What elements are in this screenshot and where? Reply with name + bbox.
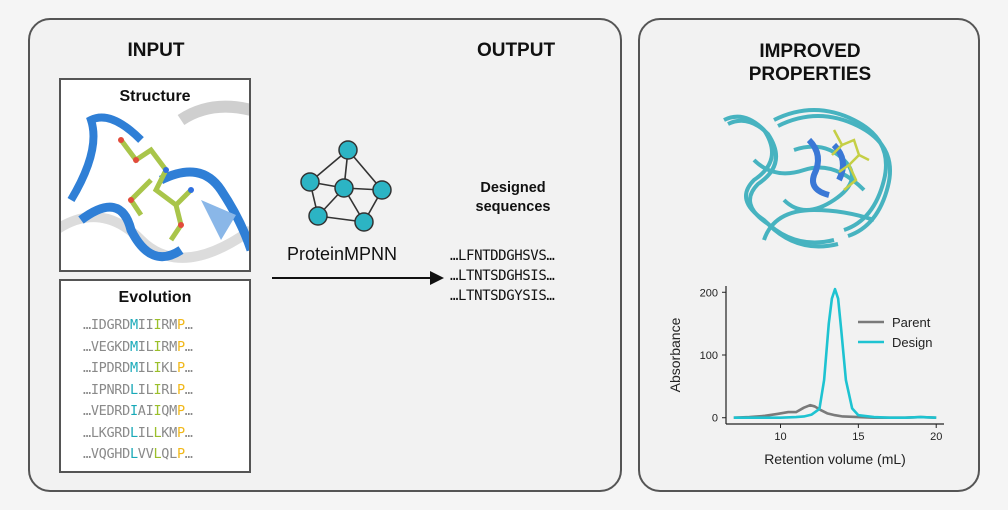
- sequence-segment: …: [83, 338, 91, 355]
- sequence-segment: P: [176, 381, 185, 398]
- y-tick-label: 200: [700, 287, 718, 299]
- heading-line2: PROPERTIES: [748, 64, 872, 85]
- legend-label-design: Design: [892, 335, 932, 350]
- evolution-sequence: …IPDRDMILIKLP…: [83, 360, 193, 376]
- y-tick-label: 0: [712, 413, 718, 425]
- sequence-segment: …: [83, 424, 91, 441]
- x-tick-label: 15: [852, 431, 864, 443]
- sequence-segment: P: [176, 317, 185, 333]
- sequence-segment: RM: [161, 338, 177, 355]
- sequence-segment: I: [153, 381, 162, 398]
- sequence-segment: VEDRD: [90, 403, 130, 419]
- series-line-design: [733, 287, 937, 420]
- evolution-box: Evolution …IDGRDMIIIRMP……VEGKDMILIRMP……I…: [59, 279, 251, 473]
- designed-sequence-1: …LFNTDDGHSVS…: [450, 248, 555, 264]
- evolution-sequence: …IPNRDLILIRLP…: [83, 382, 193, 398]
- designed-sequence-3: …LTNTSDGYSIS…: [450, 288, 555, 304]
- designed-protein-image: [723, 108, 892, 249]
- x-tick-label: 20: [930, 431, 942, 443]
- sequence-segment: …: [83, 317, 91, 333]
- sequence-segment: …: [83, 381, 91, 398]
- sequence-segment: M: [129, 360, 138, 376]
- chart-series: [733, 287, 937, 420]
- protein-structure-image: [61, 100, 249, 263]
- sequence-segment: VQGHD: [90, 446, 130, 462]
- x-axis-label: Retention volume (mL): [764, 451, 906, 467]
- sequence-segment: L: [129, 424, 138, 441]
- sequence-segment: L: [153, 424, 162, 441]
- sequence-segment: LKGRD: [90, 424, 130, 441]
- arrow-icon: [272, 271, 444, 285]
- sequence-segment: IPNRD: [90, 381, 130, 398]
- evolution-sequence: …LKGRDLILLKMP…: [83, 425, 193, 441]
- sequence-segment: …: [184, 424, 193, 441]
- evolution-sequence: …VEDRDIAIIQMP…: [83, 403, 193, 419]
- sequence-segment: IL: [137, 338, 154, 355]
- designed-label-line1: Designed: [480, 180, 546, 196]
- evolution-sequence: …VQGHDLVVLQLP…: [83, 446, 193, 462]
- sequence-segment: IDGRD: [90, 317, 130, 333]
- sequence-segment: …: [184, 446, 193, 462]
- sequence-segment: …: [184, 338, 193, 355]
- model-label: ProteinMPNN: [286, 244, 398, 264]
- series-line-parent: [733, 403, 937, 420]
- sequence-segment: …: [184, 360, 193, 376]
- neural-network-icon: [300, 140, 392, 232]
- sequence-segment: L: [129, 381, 138, 398]
- sequence-segment: IL: [137, 360, 154, 376]
- sequence-segment: QL: [161, 446, 177, 462]
- sequence-segment: I: [153, 317, 162, 333]
- structure-title: Structure: [119, 88, 191, 105]
- y-tick-label: 100: [700, 350, 718, 362]
- sequence-segment: …: [184, 381, 193, 398]
- evolution-title: Evolution: [118, 289, 192, 306]
- sequence-segment: IL: [137, 424, 154, 441]
- sequence-segment: M: [129, 338, 138, 355]
- sequence-segment: …: [83, 403, 91, 419]
- sequence-segment: II: [137, 317, 154, 333]
- evolution-sequence: …IDGRDMIIIRMP…: [83, 317, 193, 333]
- improved-properties-heading: IMPROVED PROPERTIES: [720, 40, 900, 86]
- right-panel: [638, 18, 980, 492]
- sequence-segment: RL: [161, 381, 177, 398]
- x-tick-label: 10: [774, 431, 786, 443]
- sequence-segment: AI: [137, 403, 154, 419]
- sequence-segment: P: [176, 446, 185, 462]
- sequence-segment: VV: [137, 446, 154, 462]
- sequence-segment: P: [176, 338, 185, 355]
- output-heading: OUTPUT: [476, 40, 556, 61]
- sequence-segment: IPDRD: [90, 360, 130, 376]
- sequence-segment: QM: [161, 403, 177, 419]
- sequence-segment: P: [176, 360, 185, 376]
- sequence-segment: I: [153, 403, 162, 419]
- sequence-segment: …: [83, 360, 91, 376]
- y-axis-label: Absorbance: [667, 317, 683, 392]
- sequence-segment: P: [176, 403, 185, 419]
- legend-label-parent: Parent: [892, 315, 931, 330]
- designed-label-line2: sequences: [475, 199, 551, 215]
- sequence-segment: L: [153, 446, 162, 462]
- designed-sequence-2: …LTNTSDGHSIS…: [450, 268, 555, 284]
- sequence-segment: P: [176, 424, 185, 441]
- sequence-segment: VEGKD: [90, 338, 130, 355]
- sequence-segment: L: [129, 446, 138, 462]
- structure-box: Structure: [59, 78, 251, 272]
- sequence-segment: …: [184, 403, 193, 419]
- sequence-segment: KM: [161, 424, 177, 441]
- heading-line1: IMPROVED: [759, 41, 861, 62]
- input-heading: INPUT: [127, 40, 185, 61]
- sequence-segment: KL: [161, 360, 177, 376]
- sequence-segment: …: [184, 317, 193, 333]
- sequence-segment: RM: [161, 317, 177, 333]
- sequence-segment: I: [153, 338, 162, 355]
- sequence-segment: …: [83, 446, 91, 462]
- sequence-segment: M: [129, 317, 138, 333]
- sequence-segment: I: [129, 403, 138, 419]
- sequence-segment: I: [153, 360, 162, 376]
- sequence-segment: IL: [137, 381, 154, 398]
- evolution-sequence: …VEGKDMILIRMP…: [83, 339, 193, 355]
